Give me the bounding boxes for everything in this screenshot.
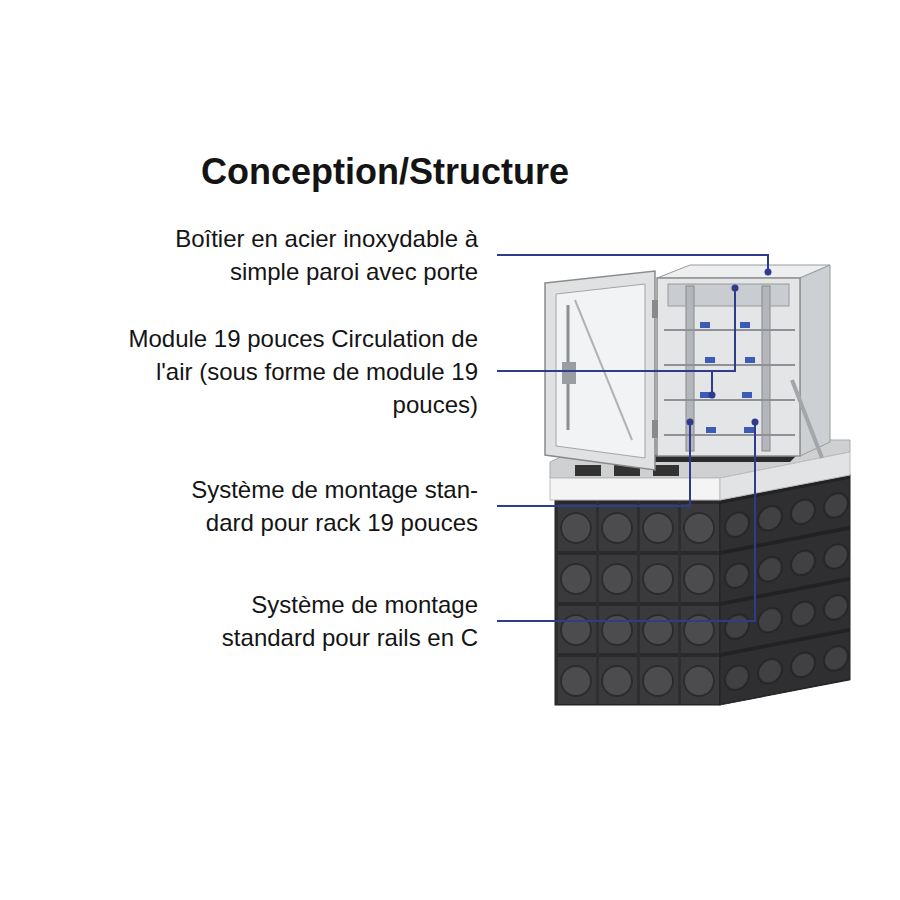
module-shelves	[664, 330, 795, 435]
cable-cutout	[575, 465, 601, 476]
diagram-title: Conception/Structure	[120, 150, 650, 194]
base-front	[555, 500, 720, 705]
shelf	[664, 434, 795, 436]
connector	[705, 357, 715, 363]
cabinet-interior	[657, 278, 800, 456]
connector	[740, 322, 750, 328]
hinge	[652, 300, 658, 318]
leader-line	[497, 288, 735, 371]
leader-line	[711, 371, 713, 395]
hinge	[652, 420, 658, 438]
leader-dot	[732, 285, 739, 292]
callout-label: Boîtier en acier inoxydable à simple par…	[138, 222, 478, 288]
connectors	[700, 322, 755, 433]
shelf	[664, 329, 795, 331]
callout-label: Système de montage standard pour rails e…	[178, 588, 478, 654]
rack-rail	[762, 286, 770, 451]
cable-cutout	[653, 465, 679, 476]
cabinet-side	[800, 265, 830, 456]
connector	[706, 427, 716, 433]
callout-label: Système de montage stan- dard pour rack …	[158, 473, 478, 539]
connector	[745, 357, 755, 363]
base-side-face	[720, 475, 850, 705]
leader-dots	[687, 269, 772, 426]
leader-line	[497, 255, 768, 272]
connector	[744, 427, 754, 433]
leader-line	[497, 422, 755, 621]
connector	[700, 322, 710, 328]
leader-dot	[687, 419, 694, 426]
shelf	[664, 364, 795, 366]
connector	[742, 392, 752, 398]
leader-dot	[709, 392, 716, 399]
leader-line	[497, 422, 690, 506]
leader-dot	[765, 269, 772, 276]
lid-side	[720, 452, 850, 500]
shelf	[664, 399, 795, 401]
leader-dot	[752, 419, 759, 426]
base-side	[720, 475, 850, 705]
callout-label: Module 19 pouces Circulation de l'air (s…	[98, 322, 478, 421]
door-lock	[562, 362, 576, 384]
lid-front	[550, 478, 720, 500]
door-stay	[792, 380, 822, 458]
leader-lines	[497, 255, 768, 621]
